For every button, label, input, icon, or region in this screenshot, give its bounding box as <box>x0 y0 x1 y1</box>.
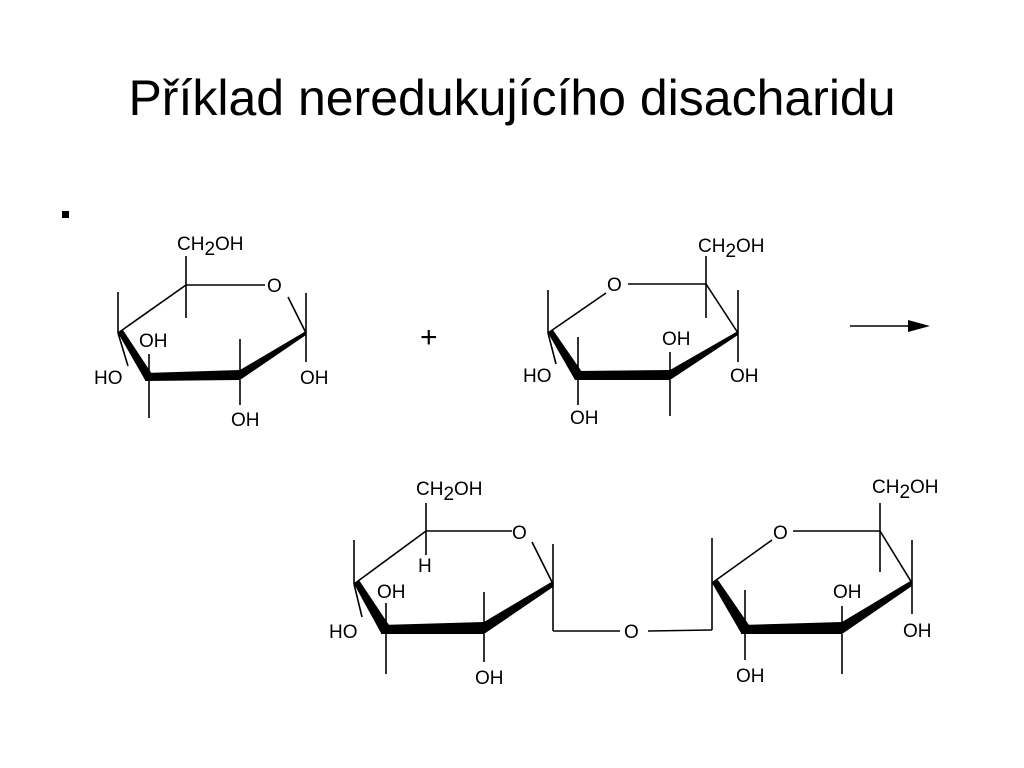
bond <box>117 332 129 367</box>
reaction-arrow <box>850 320 930 332</box>
bond <box>547 292 607 334</box>
bold-bond <box>741 622 842 634</box>
wedge-bond <box>670 331 738 380</box>
bond <box>531 541 554 585</box>
oh-label: OH <box>300 368 329 389</box>
reactant-1-structure: CH2OH O OH HO OH OH <box>94 234 329 431</box>
product-structure: CH2OH H O OH HO OH O CH2OH O OH OH OH <box>329 477 939 689</box>
oh-label: OH <box>475 668 504 689</box>
bond <box>879 530 913 584</box>
ch2oh-label: CH2OH <box>698 236 765 262</box>
wedge-bond <box>484 581 553 634</box>
bond <box>353 583 363 618</box>
bond <box>647 629 713 632</box>
oh-label: OH <box>662 329 691 350</box>
wedge-bond <box>354 580 389 633</box>
ch2oh-label: CH2OH <box>416 479 483 505</box>
ring-oxygen-label: O <box>773 523 788 544</box>
reactant-2-structure: CH2OH O OH HO OH OH <box>523 236 765 429</box>
wedge-bond <box>240 331 306 380</box>
bullet-point <box>62 211 69 218</box>
bond <box>287 296 307 334</box>
oh-label: OH <box>730 366 759 387</box>
oh-label: OH <box>377 582 406 603</box>
oh-label: OH <box>833 582 862 603</box>
wedge-bond <box>842 580 912 634</box>
plus-sign: + <box>420 321 438 354</box>
wedge-bond <box>548 330 582 380</box>
ring-oxygen-label: O <box>512 523 527 544</box>
oh-label: OH <box>231 410 260 431</box>
slide-title: Příklad neredukujícího disacharidu <box>128 70 896 126</box>
bold-bond <box>145 370 240 381</box>
ring-oxygen-label: O <box>267 276 282 297</box>
bond <box>547 332 557 365</box>
arrow-head <box>908 320 930 332</box>
bold-bond <box>381 622 484 634</box>
wedge-bond <box>712 580 749 633</box>
oh-label: OH <box>903 621 932 642</box>
ch2oh-label: CH2OH <box>872 477 939 503</box>
bold-bond <box>575 370 670 380</box>
bond <box>353 530 427 585</box>
ho-label: HO <box>523 366 552 387</box>
ho-label: HO <box>329 622 358 643</box>
oh-label: OH <box>736 666 765 687</box>
ho-label: HO <box>94 368 123 389</box>
ch2oh-label: CH2OH <box>177 234 244 260</box>
ring-oxygen-label: O <box>607 275 622 296</box>
bond <box>705 283 739 334</box>
wedge-bond <box>118 330 152 380</box>
hydrogen-label: H <box>418 556 432 577</box>
oh-label: OH <box>139 331 168 352</box>
bond <box>711 539 773 584</box>
bond <box>117 284 187 334</box>
oh-label: OH <box>570 408 599 429</box>
bridge-oxygen-label: O <box>624 622 639 643</box>
